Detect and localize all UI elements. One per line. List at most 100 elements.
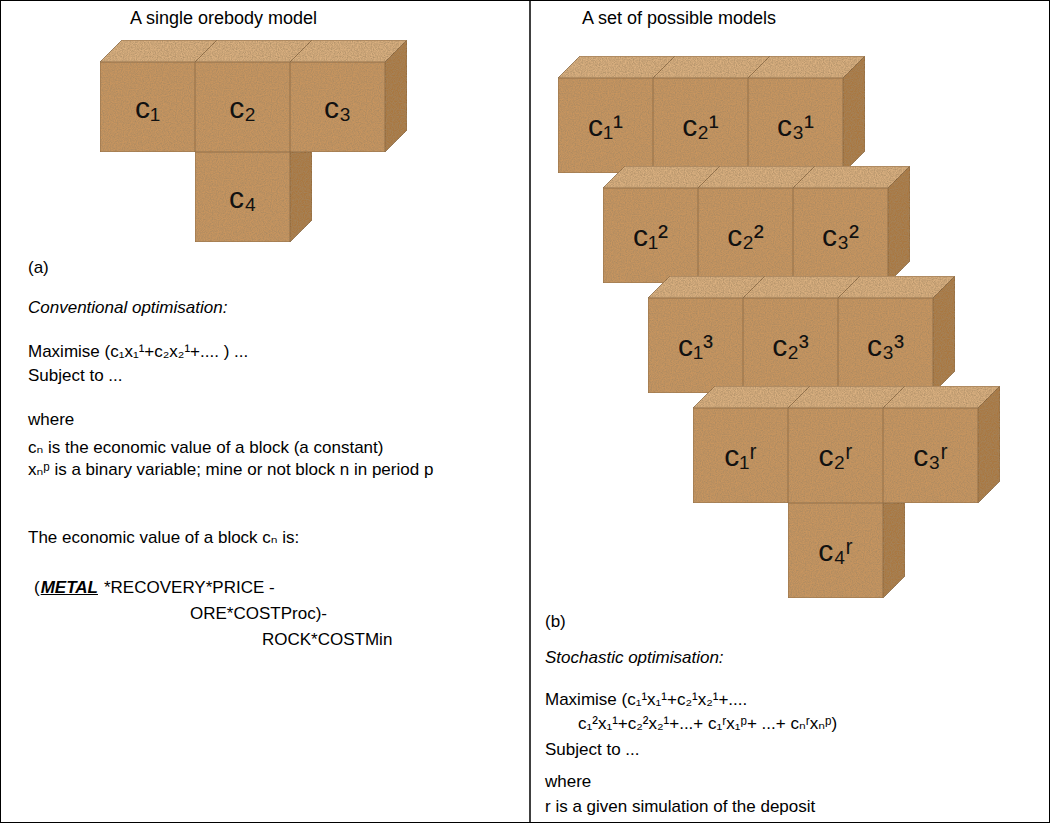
formula-text: (: [34, 578, 40, 598]
cube-face: c₄ʳ: [788, 503, 883, 598]
cube-face: c₁³: [648, 298, 743, 393]
cube-front: [698, 188, 793, 283]
ore-block: c₃ʳ: [883, 386, 1000, 503]
block-value-label: c₁¹: [588, 109, 623, 142]
text-holder: Subject to ...: [28, 366, 123, 386]
cube-front: [100, 62, 195, 152]
cube-face: c₂³: [743, 298, 838, 393]
block-value-label: c₂²: [727, 219, 764, 252]
ore-block: c₄ʳ: [788, 481, 905, 598]
cube-face: c₄: [195, 152, 290, 242]
text-holder: cₙ is the economic value of a block (a c…: [28, 438, 383, 458]
text-holder: where: [545, 772, 591, 792]
cube-front: [648, 298, 743, 393]
text-holder: Stochastic optimisation:: [545, 648, 724, 668]
formula-text: cₙ is the economic value of a block (a c…: [28, 438, 383, 458]
text-holder: *RECOVERY*PRICE -: [104, 578, 275, 598]
formula-text: (b): [545, 612, 566, 632]
cube-face: c₁¹: [558, 78, 653, 173]
text-holder: A single orebody model: [130, 8, 317, 30]
block-value-label: c₁²: [633, 219, 668, 252]
formula-text: c₁²x₁¹+c₂²x₂¹+...+ c₁ʳx₁ᵖ+ ...+ cₙʳxₙᵖ): [578, 714, 837, 734]
cube-face: c₂¹: [653, 78, 748, 173]
cube-face: c₁: [100, 62, 195, 152]
cube-side: [888, 166, 910, 283]
cube-side: [883, 503, 905, 598]
panel-title: A single orebody model: [130, 8, 317, 30]
formula-text: where: [545, 772, 591, 792]
cube-front: [748, 78, 843, 173]
cube-face: c₃¹: [748, 78, 843, 173]
block-value-label: c₂¹: [682, 109, 719, 142]
block-value-label: c₄: [229, 181, 256, 214]
block-value-label: c₁: [135, 91, 160, 124]
formula-text: (a): [28, 258, 49, 278]
panel-divider: [529, 0, 531, 823]
block-value-label: c₁ʳ: [724, 439, 756, 472]
cube-side: [843, 56, 865, 173]
text-holder: r is a given simulation of the deposit: [545, 797, 815, 817]
cube-face: c₃: [290, 62, 385, 152]
text-holder: c₁²x₁¹+c₂²x₂¹+...+ c₁ʳx₁ᵖ+ ...+ cₙʳxₙᵖ): [578, 714, 837, 734]
cube-face: c₃ʳ: [883, 408, 978, 503]
ore-block: c₃: [290, 40, 407, 152]
cube-front: [693, 408, 788, 503]
formula-text: Subject to ...: [28, 366, 123, 386]
cube-front: [653, 78, 748, 173]
block-value-label: c₃³: [867, 329, 904, 362]
cube-front: [788, 408, 883, 503]
ore-block: c₄: [195, 130, 312, 242]
panel-title: A set of possible models: [582, 8, 776, 30]
cube-front: [558, 78, 653, 173]
formula-text: The economic value of a block cₙ is:: [28, 528, 299, 548]
formula-text: xₙᵖ is a binary variable; mine or not bl…: [28, 460, 468, 480]
cube-face: c₂: [195, 62, 290, 152]
cube-front: [883, 408, 978, 503]
section-heading: Stochastic optimisation:: [545, 648, 724, 668]
cube-face: c₂ʳ: [788, 408, 883, 503]
section-heading: METAL: [41, 578, 98, 598]
text-holder: A set of possible models: [582, 8, 776, 30]
block-value-label: c₂: [229, 91, 256, 124]
section-heading: Conventional optimisation:: [28, 298, 227, 318]
text-holder: METAL: [41, 578, 98, 598]
cube-front: [603, 188, 698, 283]
block-value-label: c₃ʳ: [913, 439, 947, 472]
block-value-label: c₁³: [678, 329, 713, 362]
block-value-label: c₃²: [822, 219, 859, 252]
formula-text: *RECOVERY*PRICE -: [104, 578, 275, 598]
cube-front: [838, 298, 933, 393]
cube-front: [743, 298, 838, 393]
cube-face: c₃²: [793, 188, 888, 283]
text-holder: xₙᵖ is a binary variable; mine or not bl…: [28, 460, 468, 480]
cube-front: [195, 152, 290, 242]
cube-side: [933, 276, 955, 393]
cube-front: [793, 188, 888, 283]
block-value-label: c₃: [324, 91, 351, 124]
formula-text: ROCK*COSTMin: [262, 630, 392, 650]
block-value-label: c₄ʳ: [818, 534, 852, 567]
cube-face: c₂²: [698, 188, 793, 283]
cube-side: [290, 152, 312, 242]
ore-block: c₃¹: [748, 56, 865, 173]
text-holder: Maximise (c₁¹x₁¹+c₂¹x₂¹+....: [545, 690, 747, 710]
text-holder: where: [28, 410, 74, 430]
text-holder: (a): [28, 258, 49, 278]
text-holder: ORE*COSTProc)-: [190, 604, 327, 624]
formula-text: where: [28, 410, 74, 430]
text-holder: (: [34, 578, 40, 598]
text-holder: (b): [545, 612, 566, 632]
ore-block: c₃³: [838, 276, 955, 393]
text-holder: Subject to ...: [545, 740, 640, 760]
cube-face: c₁²: [603, 188, 698, 283]
text-holder: Conventional optimisation:: [28, 298, 227, 318]
cube-face: c₁ʳ: [693, 408, 788, 503]
formula-text: Subject to ...: [545, 740, 640, 760]
block-value-label: c₂ʳ: [819, 439, 853, 472]
block-value-label: c₃¹: [777, 109, 814, 142]
formula-text: Maximise (c₁x₁¹+c₂x₂¹+.... ) ...: [28, 342, 248, 362]
cube-front: [788, 503, 883, 598]
cube-front: [195, 62, 290, 152]
text-holder: ROCK*COSTMin: [262, 630, 392, 650]
